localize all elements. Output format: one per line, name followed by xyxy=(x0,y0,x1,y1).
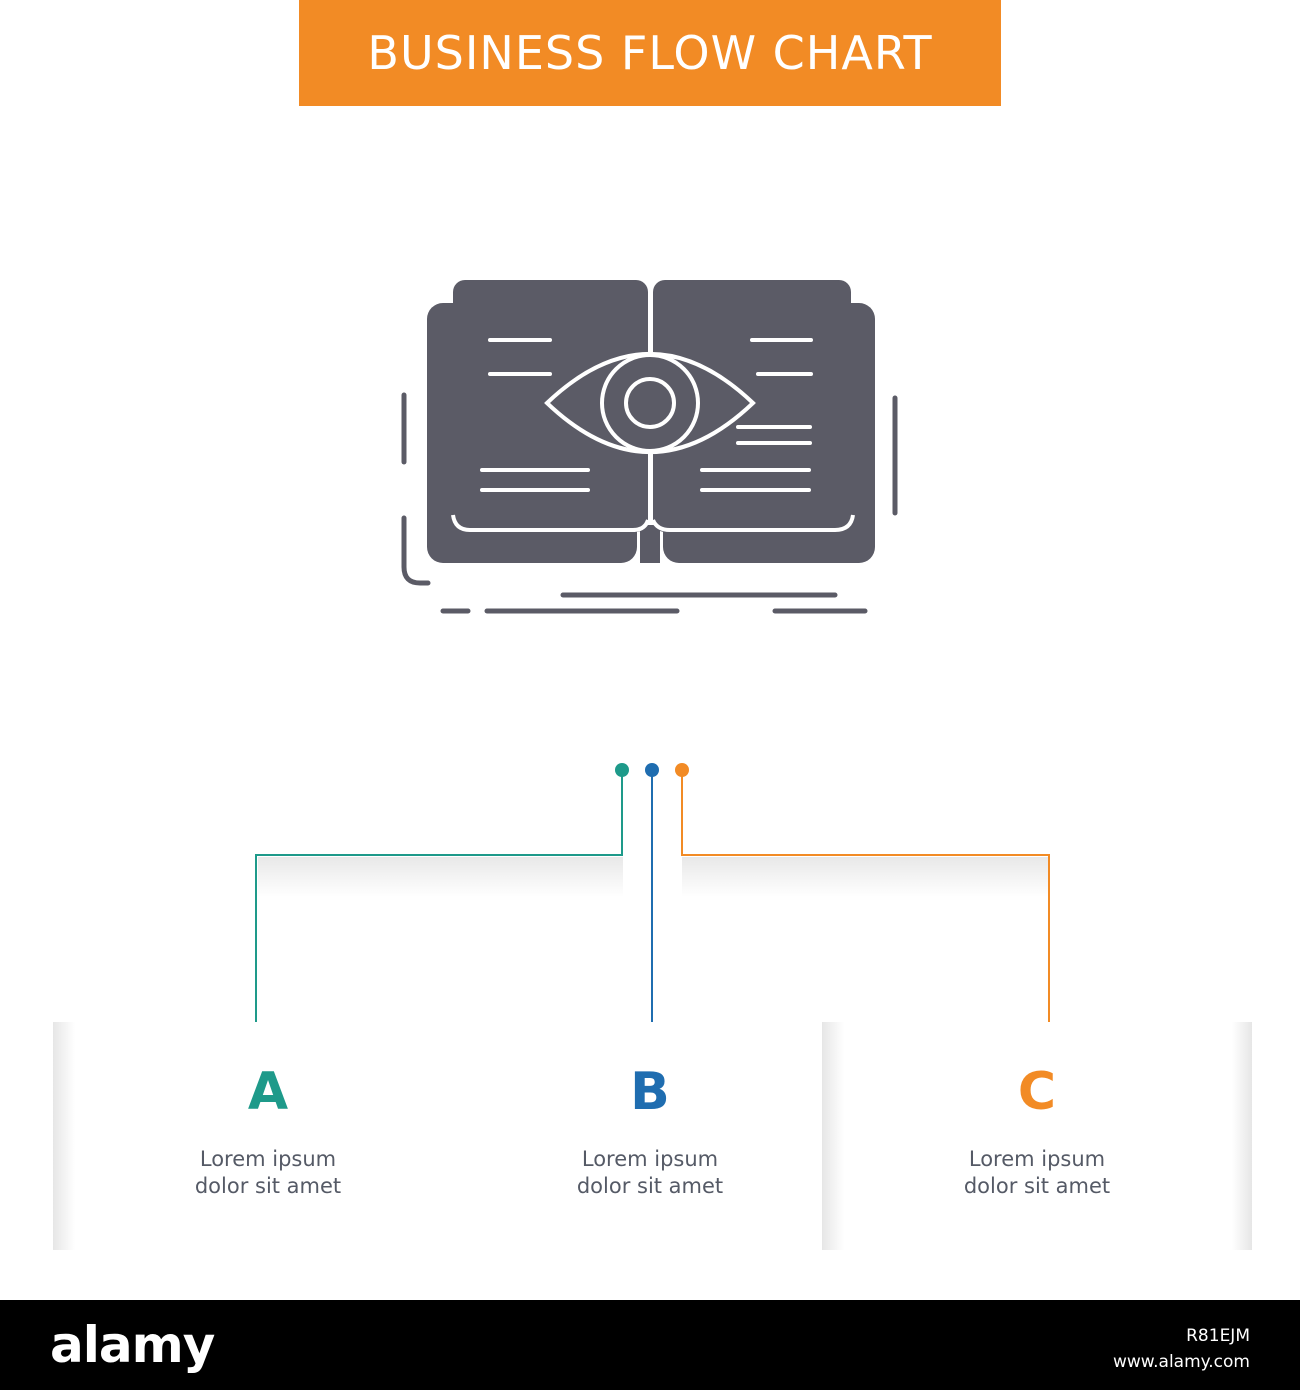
connector-line-a xyxy=(255,770,623,1035)
step-panel-b: B Lorem ipsum dolor sit amet xyxy=(435,1022,865,1250)
step-text-a: Lorem ipsum dolor sit amet xyxy=(53,1146,483,1200)
step-text-c: Lorem ipsum dolor sit amet xyxy=(822,1146,1252,1200)
title-banner: BUSINESS FLOW CHART xyxy=(299,0,1001,106)
site-url: www.alamy.com xyxy=(1112,1352,1250,1372)
book-eye-icon xyxy=(401,280,898,614)
step-b-line2: dolor sit amet xyxy=(576,1174,724,1198)
watermark-footer: alamy R81EJM www.alamy.com xyxy=(0,1300,1300,1390)
step-panel-c: C Lorem ipsum dolor sit amet xyxy=(822,1022,1252,1250)
step-c-line2: dolor sit amet xyxy=(963,1174,1111,1198)
step-a-line1: Lorem ipsum xyxy=(199,1147,337,1171)
step-text-b: Lorem ipsum dolor sit amet xyxy=(435,1146,865,1200)
step-c-line1: Lorem ipsum xyxy=(968,1147,1106,1171)
image-credit: R81EJM www.alamy.com xyxy=(1113,1323,1250,1375)
step-panel-a: A Lorem ipsum dolor sit amet xyxy=(53,1022,483,1250)
step-letter-c: C xyxy=(1017,1062,1057,1122)
step-b-line1: Lorem ipsum xyxy=(581,1147,719,1171)
step-letter-a: A xyxy=(247,1062,289,1122)
alamy-logo: alamy xyxy=(50,1316,215,1374)
page-title: BUSINESS FLOW CHART xyxy=(367,26,933,80)
image-id: R81EJM xyxy=(1186,1326,1250,1346)
step-a-line2: dolor sit amet xyxy=(194,1174,342,1198)
step-letter-b: B xyxy=(630,1062,670,1122)
connector-line-c xyxy=(681,770,1050,1035)
